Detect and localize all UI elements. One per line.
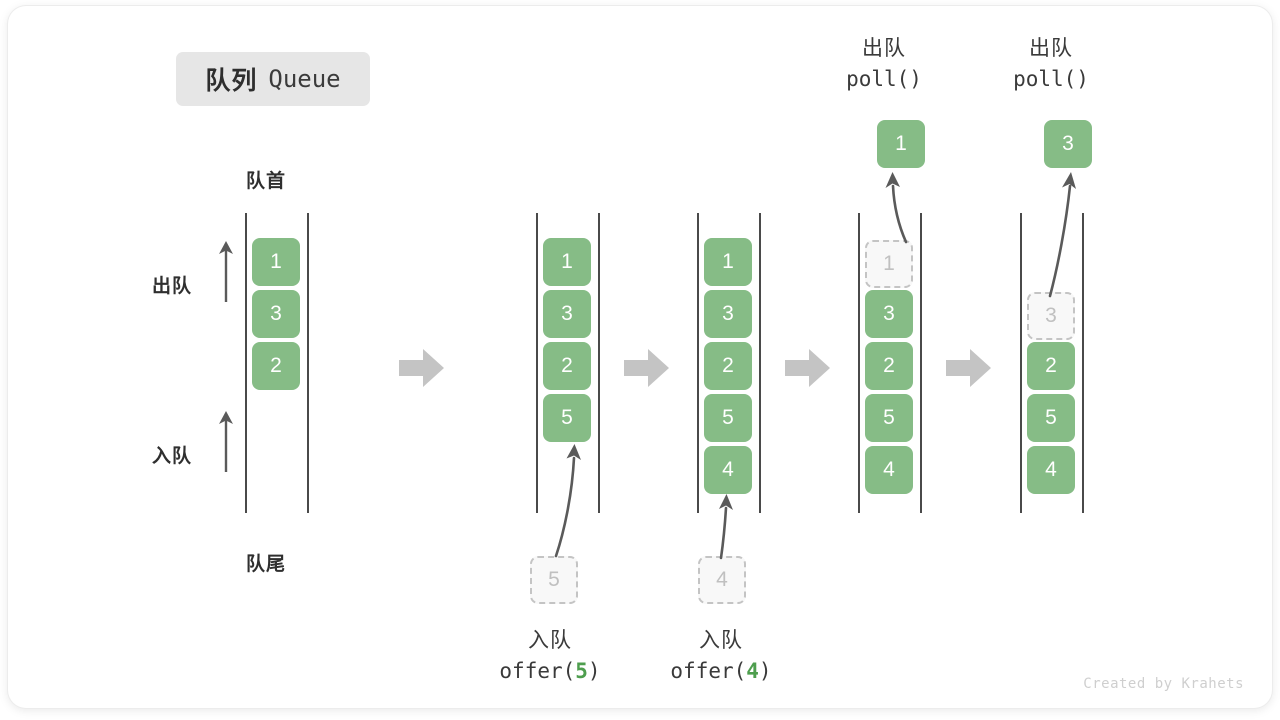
queue-cell: 5 xyxy=(543,394,591,442)
dequeue-motion-arrow-icon xyxy=(885,172,908,244)
operation-caption-code: poll() xyxy=(1013,67,1089,92)
queue-tail-label: 队尾 xyxy=(246,554,287,575)
rail-right xyxy=(307,213,309,513)
title-badge: 队列 Queue xyxy=(176,52,370,106)
dequeued-result-cell: 1 xyxy=(877,120,925,168)
queue-cell: 3 xyxy=(252,290,300,338)
queue-cell: 1 xyxy=(543,238,591,286)
queue-cell: 3 xyxy=(865,290,913,338)
operation-caption-poll-3: 出队 poll() xyxy=(986,34,1116,95)
dequeue-direction-label: 出队 xyxy=(152,276,193,297)
rail-right xyxy=(759,213,761,513)
queue-cell: 2 xyxy=(252,342,300,390)
queue-cell: 2 xyxy=(1027,342,1075,390)
enqueue-motion-arrow-icon xyxy=(554,444,581,558)
rail-left xyxy=(1020,213,1022,513)
queue-cell: 3 xyxy=(543,290,591,338)
queue-cell: 2 xyxy=(543,342,591,390)
dequeue-motion-arrow-icon xyxy=(1048,172,1076,298)
queue-cell: 5 xyxy=(1027,394,1075,442)
rail-left xyxy=(536,213,538,513)
operation-caption-code: offer(5) xyxy=(499,659,601,684)
queue-cell: 2 xyxy=(865,342,913,390)
attribution-text: Created by Krahets xyxy=(1083,676,1244,692)
rail-left xyxy=(697,213,699,513)
step-transition-arrow-icon xyxy=(624,349,669,387)
queue-cell: 4 xyxy=(704,446,752,494)
queue-head-label: 队首 xyxy=(246,171,287,192)
title-english: Queue xyxy=(268,65,341,93)
title-chinese: 队列 xyxy=(205,67,258,95)
operation-caption-chinese: 出队 xyxy=(1029,37,1073,60)
queue-cell: 4 xyxy=(1027,446,1075,494)
incoming-element-ghost: 4 xyxy=(698,556,746,604)
dequeue-direction-arrow-icon xyxy=(219,241,233,302)
rail-right xyxy=(598,213,600,513)
queue-cell: 3 xyxy=(704,290,752,338)
queue-cell: 4 xyxy=(865,446,913,494)
queue-cell: 1 xyxy=(252,238,300,286)
operation-caption-chinese: 出队 xyxy=(862,37,906,60)
operation-caption-poll-1: 出队 poll() xyxy=(819,34,949,95)
diagram-frame: 队列 Queue 队首 队尾 出队 入队 1 3 2 xyxy=(8,6,1272,708)
operation-caption-offer-4: 入队 offer(4) xyxy=(626,626,816,687)
queue-cell: 5 xyxy=(704,394,752,442)
queue-cell: 2 xyxy=(704,342,752,390)
enqueue-direction-label: 入队 xyxy=(152,446,193,467)
step-transition-arrow-icon xyxy=(785,349,830,387)
enqueue-direction-arrow-icon xyxy=(219,411,233,472)
dequeued-element-ghost: 1 xyxy=(865,240,913,288)
step-transition-arrow-icon xyxy=(399,349,444,387)
dequeued-result-cell: 3 xyxy=(1044,120,1092,168)
queue-cell: 5 xyxy=(865,394,913,442)
enqueue-motion-arrow-icon xyxy=(719,494,733,560)
rail-right xyxy=(920,213,922,513)
queue-cell: 1 xyxy=(704,238,752,286)
operation-caption-code: poll() xyxy=(846,67,922,92)
operation-caption-offer-5: 入队 offer(5) xyxy=(455,626,645,687)
step-transition-arrow-icon xyxy=(946,349,991,387)
operation-caption-code: offer(4) xyxy=(670,659,772,684)
rail-right xyxy=(1082,213,1084,513)
dequeued-element-ghost: 3 xyxy=(1027,292,1075,340)
rail-left xyxy=(245,213,247,513)
operation-caption-chinese: 入队 xyxy=(528,629,572,652)
rail-left xyxy=(858,213,860,513)
incoming-element-ghost: 5 xyxy=(530,556,578,604)
operation-caption-chinese: 入队 xyxy=(699,629,743,652)
diagram-stage: 队列 Queue 队首 队尾 出队 入队 1 3 2 xyxy=(8,6,1272,708)
